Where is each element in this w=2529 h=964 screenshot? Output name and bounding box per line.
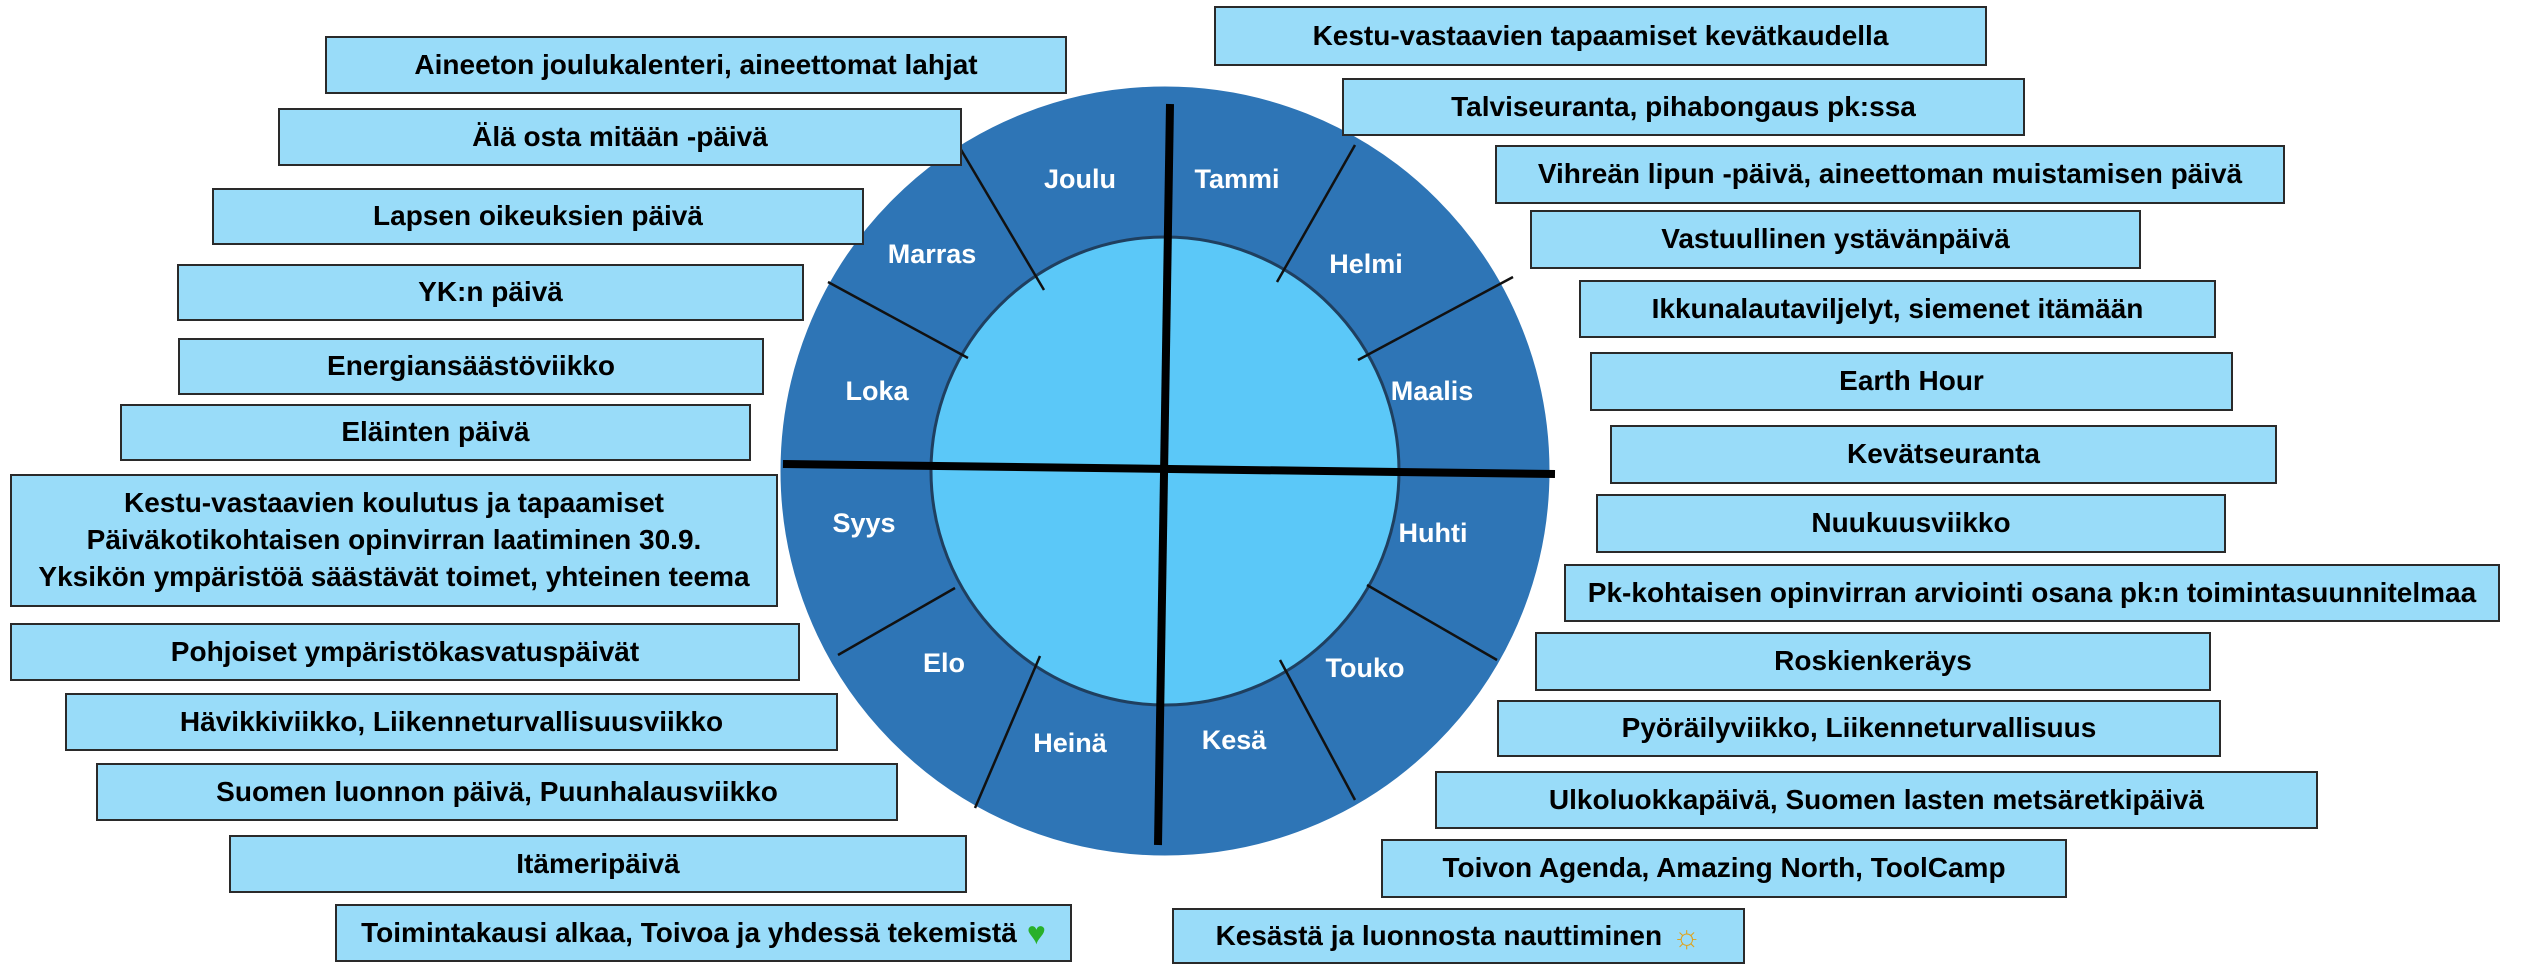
event-right-2: Talviseuranta, pihabongaus pk:ssa (1342, 78, 2025, 136)
event-left-9: Hävikkiviikko, Liikenneturvallisuusviikk… (65, 693, 838, 751)
event-left-5: Energiansäästöviikko (178, 338, 764, 395)
event-right-5: Ikkunalautaviljelyt, siemenet itämään (1579, 280, 2216, 338)
month-joulu: Joulu (1044, 164, 1116, 194)
event-right-3: Vihreän lipun -päivä, aineettoman muista… (1495, 145, 2285, 204)
green-heart-icon: ♥ (1026, 915, 1046, 951)
event-left-7-line-2: Päiväkotikohtaisen opinvirran laatiminen… (86, 524, 702, 556)
event-right-14-text: Kesästä ja luonnosta nauttiminen (1215, 919, 1663, 951)
event-right-14: Kesästä ja luonnosta nauttiminen ☼ (1172, 908, 1745, 964)
event-left-4: YK:n päivä (177, 264, 804, 321)
event-left-7-line-1: Kestu-vastaavien koulutus ja tapaamiset (124, 487, 664, 519)
event-left-12: Toimintakausi alkaa, Toivoa ja yhdessä t… (335, 904, 1072, 962)
month-maalis: Maalis (1391, 376, 1474, 406)
event-right-13: Toivon Agenda, Amazing North, ToolCamp (1381, 839, 2067, 898)
event-right-4: Vastuullinen ystävänpäivä (1530, 210, 2141, 269)
month-touko: Touko (1326, 653, 1405, 683)
event-right-12: Ulkoluokkapäivä, Suomen lasten metsäretk… (1435, 771, 2318, 829)
event-left-7-line-3: Yksikön ympäristöä säästävät toimet, yht… (38, 560, 750, 592)
event-right-6: Earth Hour (1590, 352, 2233, 411)
event-left-1: Aineeton joulukalenteri, aineettomat lah… (325, 36, 1067, 94)
event-right-9: Pk-kohtaisen opinvirran arviointi osana … (1564, 564, 2500, 622)
event-left-7: Kestu-vastaavien koulutus ja tapaamiset … (10, 474, 778, 607)
month-heina: Heinä (1033, 728, 1108, 758)
month-kesa: Kesä (1202, 725, 1268, 755)
month-loka: Loka (845, 376, 909, 406)
month-helmi: Helmi (1329, 249, 1403, 279)
month-marras: Marras (888, 239, 977, 269)
event-left-12-text: Toimintakausi alkaa, Toivoa ja yhdessä t… (361, 916, 1017, 948)
event-right-8: Nuukuusviikko (1596, 494, 2226, 553)
event-left-11: Itämeripäivä (229, 835, 967, 893)
event-right-1: Kestu-vastaavien tapaamiset kevätkaudell… (1214, 6, 1987, 66)
event-right-7: Kevätseuranta (1610, 425, 2277, 484)
event-left-3: Lapsen oikeuksien päivä (212, 188, 864, 245)
event-right-11: Pyöräilyviikko, Liikenneturvallisuus (1497, 700, 2221, 757)
month-dividers (827, 144, 1514, 809)
month-huhti: Huhti (1399, 518, 1468, 548)
event-left-2: Älä osta mitään -päivä (278, 108, 962, 166)
sun-icon: ☼ (1672, 918, 1702, 954)
event-left-8: Pohjoiset ympäristökasvatuspäivät (10, 623, 800, 681)
month-elo: Elo (923, 648, 965, 678)
event-left-6: Eläinten päivä (120, 404, 751, 461)
month-syys: Syys (832, 508, 895, 538)
season-cross (782, 103, 1556, 846)
event-right-10: Roskienkeräys (1535, 632, 2211, 691)
month-tammi: Tammi (1194, 164, 1279, 194)
event-left-10: Suomen luonnon päivä, Puunhalausviikko (96, 763, 898, 821)
